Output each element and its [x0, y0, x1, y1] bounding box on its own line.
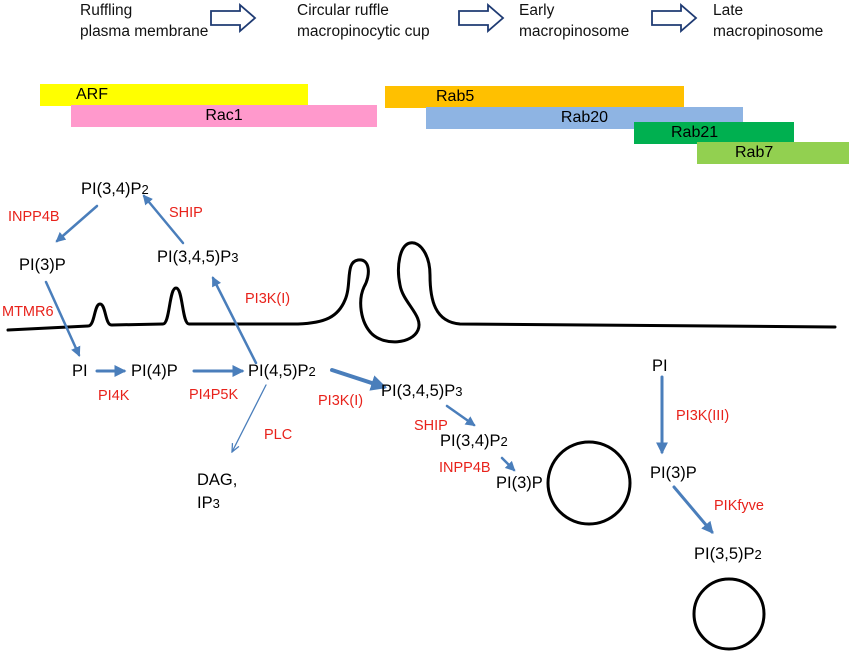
- arrow-pi3p-to-pi35p2: [672, 485, 714, 534]
- lipid-subscript: 3: [212, 496, 220, 511]
- arrow-pi345p3-to-pi34p2-mid: [445, 404, 476, 427]
- bar-rab21: Rab21: [634, 122, 794, 144]
- lipid-pi35p2: PI(3,5)P2: [694, 545, 762, 564]
- bar-rab5: Rab5: [385, 86, 684, 108]
- stage-label-line: Late: [713, 2, 744, 19]
- lipid-base: PI(3,4)P: [81, 180, 142, 198]
- lipid-base: IP: [197, 494, 213, 512]
- lipid-subscript: 2: [308, 364, 316, 379]
- enzyme-pi3k-iii: PI3K(III): [676, 408, 730, 424]
- bar-label: ARF: [76, 86, 108, 103]
- enzyme-pi4k: PI4K: [98, 388, 130, 404]
- lipid-subscript: 3: [231, 250, 239, 265]
- plasma-membrane: [6, 241, 837, 344]
- lipid-pi34p2-mid: PI(3,4)P2: [440, 432, 508, 451]
- enzyme-pikfyve: PIKfyve: [714, 498, 764, 514]
- enzyme-ship-mid: SHIP: [414, 418, 448, 434]
- early-macropinosome-vesicle: [546, 440, 632, 526]
- arrow-pi345p3-to-pi34p2: [142, 194, 185, 245]
- lipid-pi3p-mid: PI(3)P: [496, 474, 543, 492]
- lipid-base: PI(3,5)P: [694, 545, 755, 563]
- arrow-pi3p-to-pi: [44, 280, 81, 357]
- stage-label-line: Ruffling: [80, 2, 133, 19]
- enzyme-mtmr6: MTMR6: [2, 304, 54, 320]
- enzyme-pi4p5k: PI4P5K: [189, 387, 239, 403]
- lipid-pi-right: PI: [652, 357, 668, 375]
- lipid-subscript: 2: [754, 547, 762, 562]
- bar-label: Rab5: [436, 88, 475, 105]
- stage-label-line: plasma membrane: [80, 23, 209, 40]
- enzyme-pi3k-i-mid: PI3K(I): [318, 393, 364, 409]
- stage-label-line: macropinosome: [519, 23, 630, 40]
- lipid-pi-left: PI: [72, 362, 88, 380]
- bar-arf: ARF: [40, 84, 308, 106]
- lipid-dag: DAG,: [197, 471, 238, 489]
- enzyme-plc: PLC: [264, 427, 293, 443]
- arrow-pi45p2-to-pi345p3: [211, 276, 258, 365]
- lipid-pi4p: PI(4)P: [131, 362, 178, 380]
- bar-label: Rab20: [560, 109, 609, 126]
- lipid-pi34p2-top: PI(3,4)P2: [81, 180, 149, 199]
- stage-arrow-icon-3: [651, 3, 698, 33]
- late-macropinosome-vesicle: [692, 577, 766, 651]
- arrow-pi34p2-to-pi3p: [55, 204, 99, 243]
- stage-arrow-icon-1: [210, 3, 257, 33]
- bar-label: Rab7: [735, 144, 774, 161]
- lipid-base: PI(3,4,5)P: [381, 382, 456, 400]
- enzyme-ship-top: SHIP: [169, 205, 203, 221]
- stage-label-early-macropinosome: Early macropinosome: [519, 0, 629, 42]
- lipid-base: PI(3,4,5)P: [157, 248, 232, 266]
- lipid-pi3p-right: PI(3)P: [650, 464, 697, 482]
- lipid-ip3: IP3: [197, 494, 220, 513]
- stage-label-late-macropinosome: Late macropinosome: [713, 0, 823, 42]
- stage-label-line: macropinocytic cup: [297, 23, 430, 40]
- stage-label-line: Early: [519, 2, 555, 19]
- bar-rac1: Rac1: [71, 105, 377, 127]
- lipid-base: PI(3,4)P: [440, 432, 501, 450]
- arrow-pi34p2-to-pi3p-mid: [500, 456, 516, 472]
- enzyme-inpp4b-mid: INPP4B: [439, 460, 491, 476]
- bar-label: Rab21: [671, 124, 719, 141]
- enzyme-pi3k-i-top: PI3K(I): [245, 291, 291, 307]
- bar-label: Rac1: [205, 107, 243, 124]
- arrow-pi45p2-to-dag: [232, 384, 267, 452]
- stage-label-ruffling: Ruffling plasma membrane: [80, 0, 208, 42]
- arrow-pi45p2-to-pi345p3-mid: [330, 368, 388, 391]
- lipid-subscript: 3: [455, 384, 463, 399]
- pathway-arrows: [44, 194, 714, 534]
- stage-label-line: Circular ruffle: [297, 2, 389, 19]
- lipid-pi345p3-mid: PI(3,4,5)P3: [381, 382, 463, 401]
- enzyme-inpp4b-top: INPP4B: [8, 209, 60, 225]
- bar-rab7: Rab7: [697, 142, 849, 164]
- lipid-pi3p-left: PI(3)P: [19, 256, 66, 274]
- stage-label-line: macropinosome: [713, 23, 824, 40]
- lipid-subscript: 2: [141, 182, 149, 197]
- stage-label-circular-ruffle: Circular ruffle macropinocytic cup: [297, 0, 430, 42]
- stage-arrow-icon-2: [458, 3, 505, 33]
- lipid-subscript: 2: [500, 434, 508, 449]
- lipid-pi345p3-top: PI(3,4,5)P3: [157, 248, 239, 267]
- lipid-base: PI(4,5)P: [248, 362, 309, 380]
- lipid-pi45p2: PI(4,5)P2: [248, 362, 316, 381]
